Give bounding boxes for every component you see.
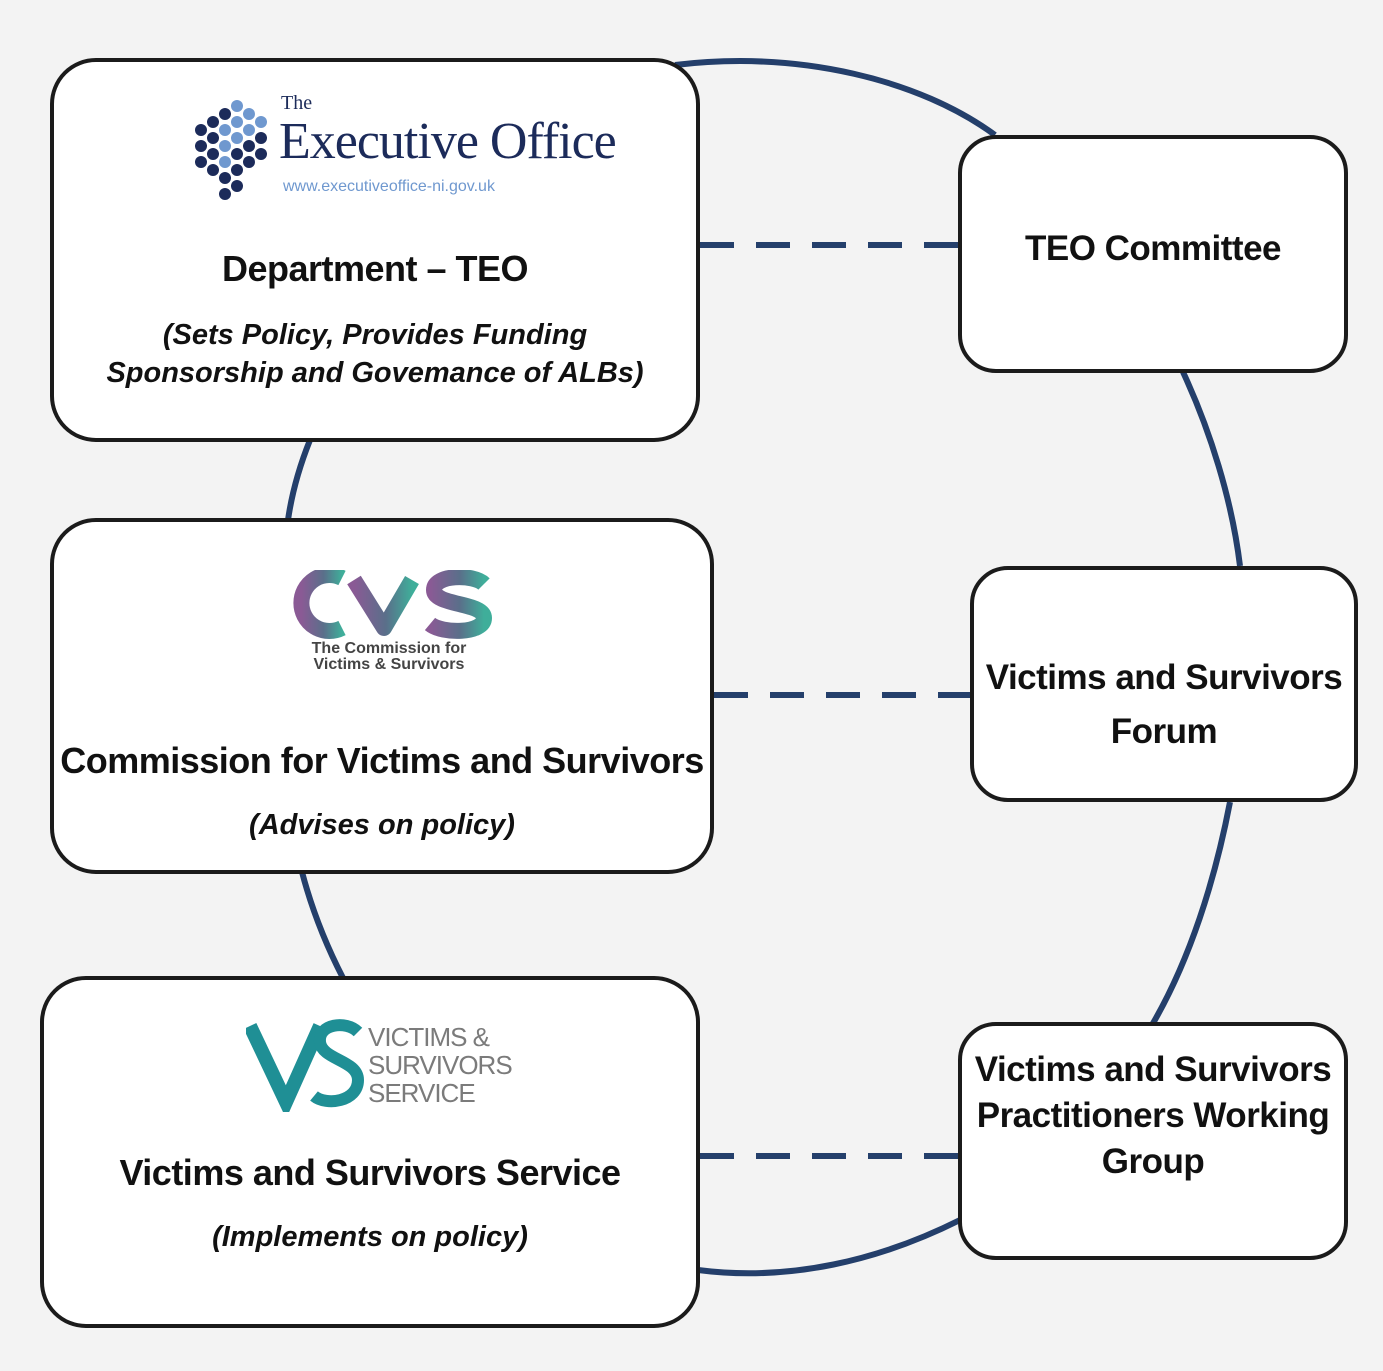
vss-logo-line1: VICTIMS & [368, 1022, 490, 1052]
vss-subtitle: (Implements on policy) [212, 1221, 528, 1253]
teo-title: Department – TEO [221, 248, 529, 289]
box-vss: VICTIMS & SURVIVORS SERVICE Victims and … [40, 976, 700, 1328]
vs-mark-icon [246, 1019, 364, 1112]
forum-line2: Forum [1110, 712, 1218, 751]
box-commission: The Commission for Victims & Survivors C… [50, 518, 714, 874]
vss-logo: VICTIMS & SURVIVORS SERVICE [246, 1016, 513, 1112]
forum-line1: Victims and Survivors [985, 658, 1343, 697]
vss-title: Victims and Survivors Service [119, 1152, 621, 1193]
vss-logo-line2: SURVIVORS [368, 1050, 513, 1080]
hexagon-cluster-icon [195, 100, 267, 200]
teo-subtitle-line2: Sponsorship and Govemance of ALBs) [106, 357, 644, 389]
arc-pwg-to-vss [697, 1217, 962, 1277]
cvs-logo: The Commission for Victims & Survivors [284, 570, 494, 680]
cvs-logo-line1: The Commission for [311, 640, 467, 657]
arc-teo-to-cvs [285, 438, 313, 521]
box-forum: Victims and Survivors Forum [970, 566, 1358, 802]
box-practitioners-working-group: Victims and Survivors Practitioners Work… [958, 1022, 1348, 1260]
cvs-mark-icon [293, 570, 493, 639]
logo-url-text: www.executiveoffice-ni.gov.uk [283, 178, 495, 195]
teo-subtitle-line1: (Sets Policy, Provides Funding [162, 319, 588, 351]
arc-cvs-to-vss [299, 871, 346, 980]
pwg-line3: Group [1101, 1142, 1205, 1181]
box-department-teo: The Executive Office www.executiveoffice… [50, 58, 700, 442]
commission-subtitle: (Advises on policy) [249, 809, 515, 841]
arc-teo-to-committee [674, 58, 997, 138]
logo-executive-office-text: Executive Office [279, 113, 617, 170]
vss-logo-line3: SERVICE [368, 1078, 476, 1108]
arc-committee-to-forum [1180, 370, 1243, 567]
pwg-line2: Practitioners Working [976, 1096, 1330, 1135]
committee-title: TEO Committee [1024, 229, 1282, 268]
arc-forum-to-pwg [1149, 801, 1233, 1027]
executive-office-logo: The Executive Office www.executiveoffice… [189, 90, 617, 210]
pwg-line1: Victims and Survivors [974, 1050, 1332, 1089]
box-teo-committee: TEO Committee [958, 135, 1348, 373]
logo-the-text: The [281, 92, 313, 114]
cvs-logo-line2: Victims & Survivors [313, 656, 465, 673]
commission-title: Commission for Victims and Survivors [60, 740, 704, 781]
